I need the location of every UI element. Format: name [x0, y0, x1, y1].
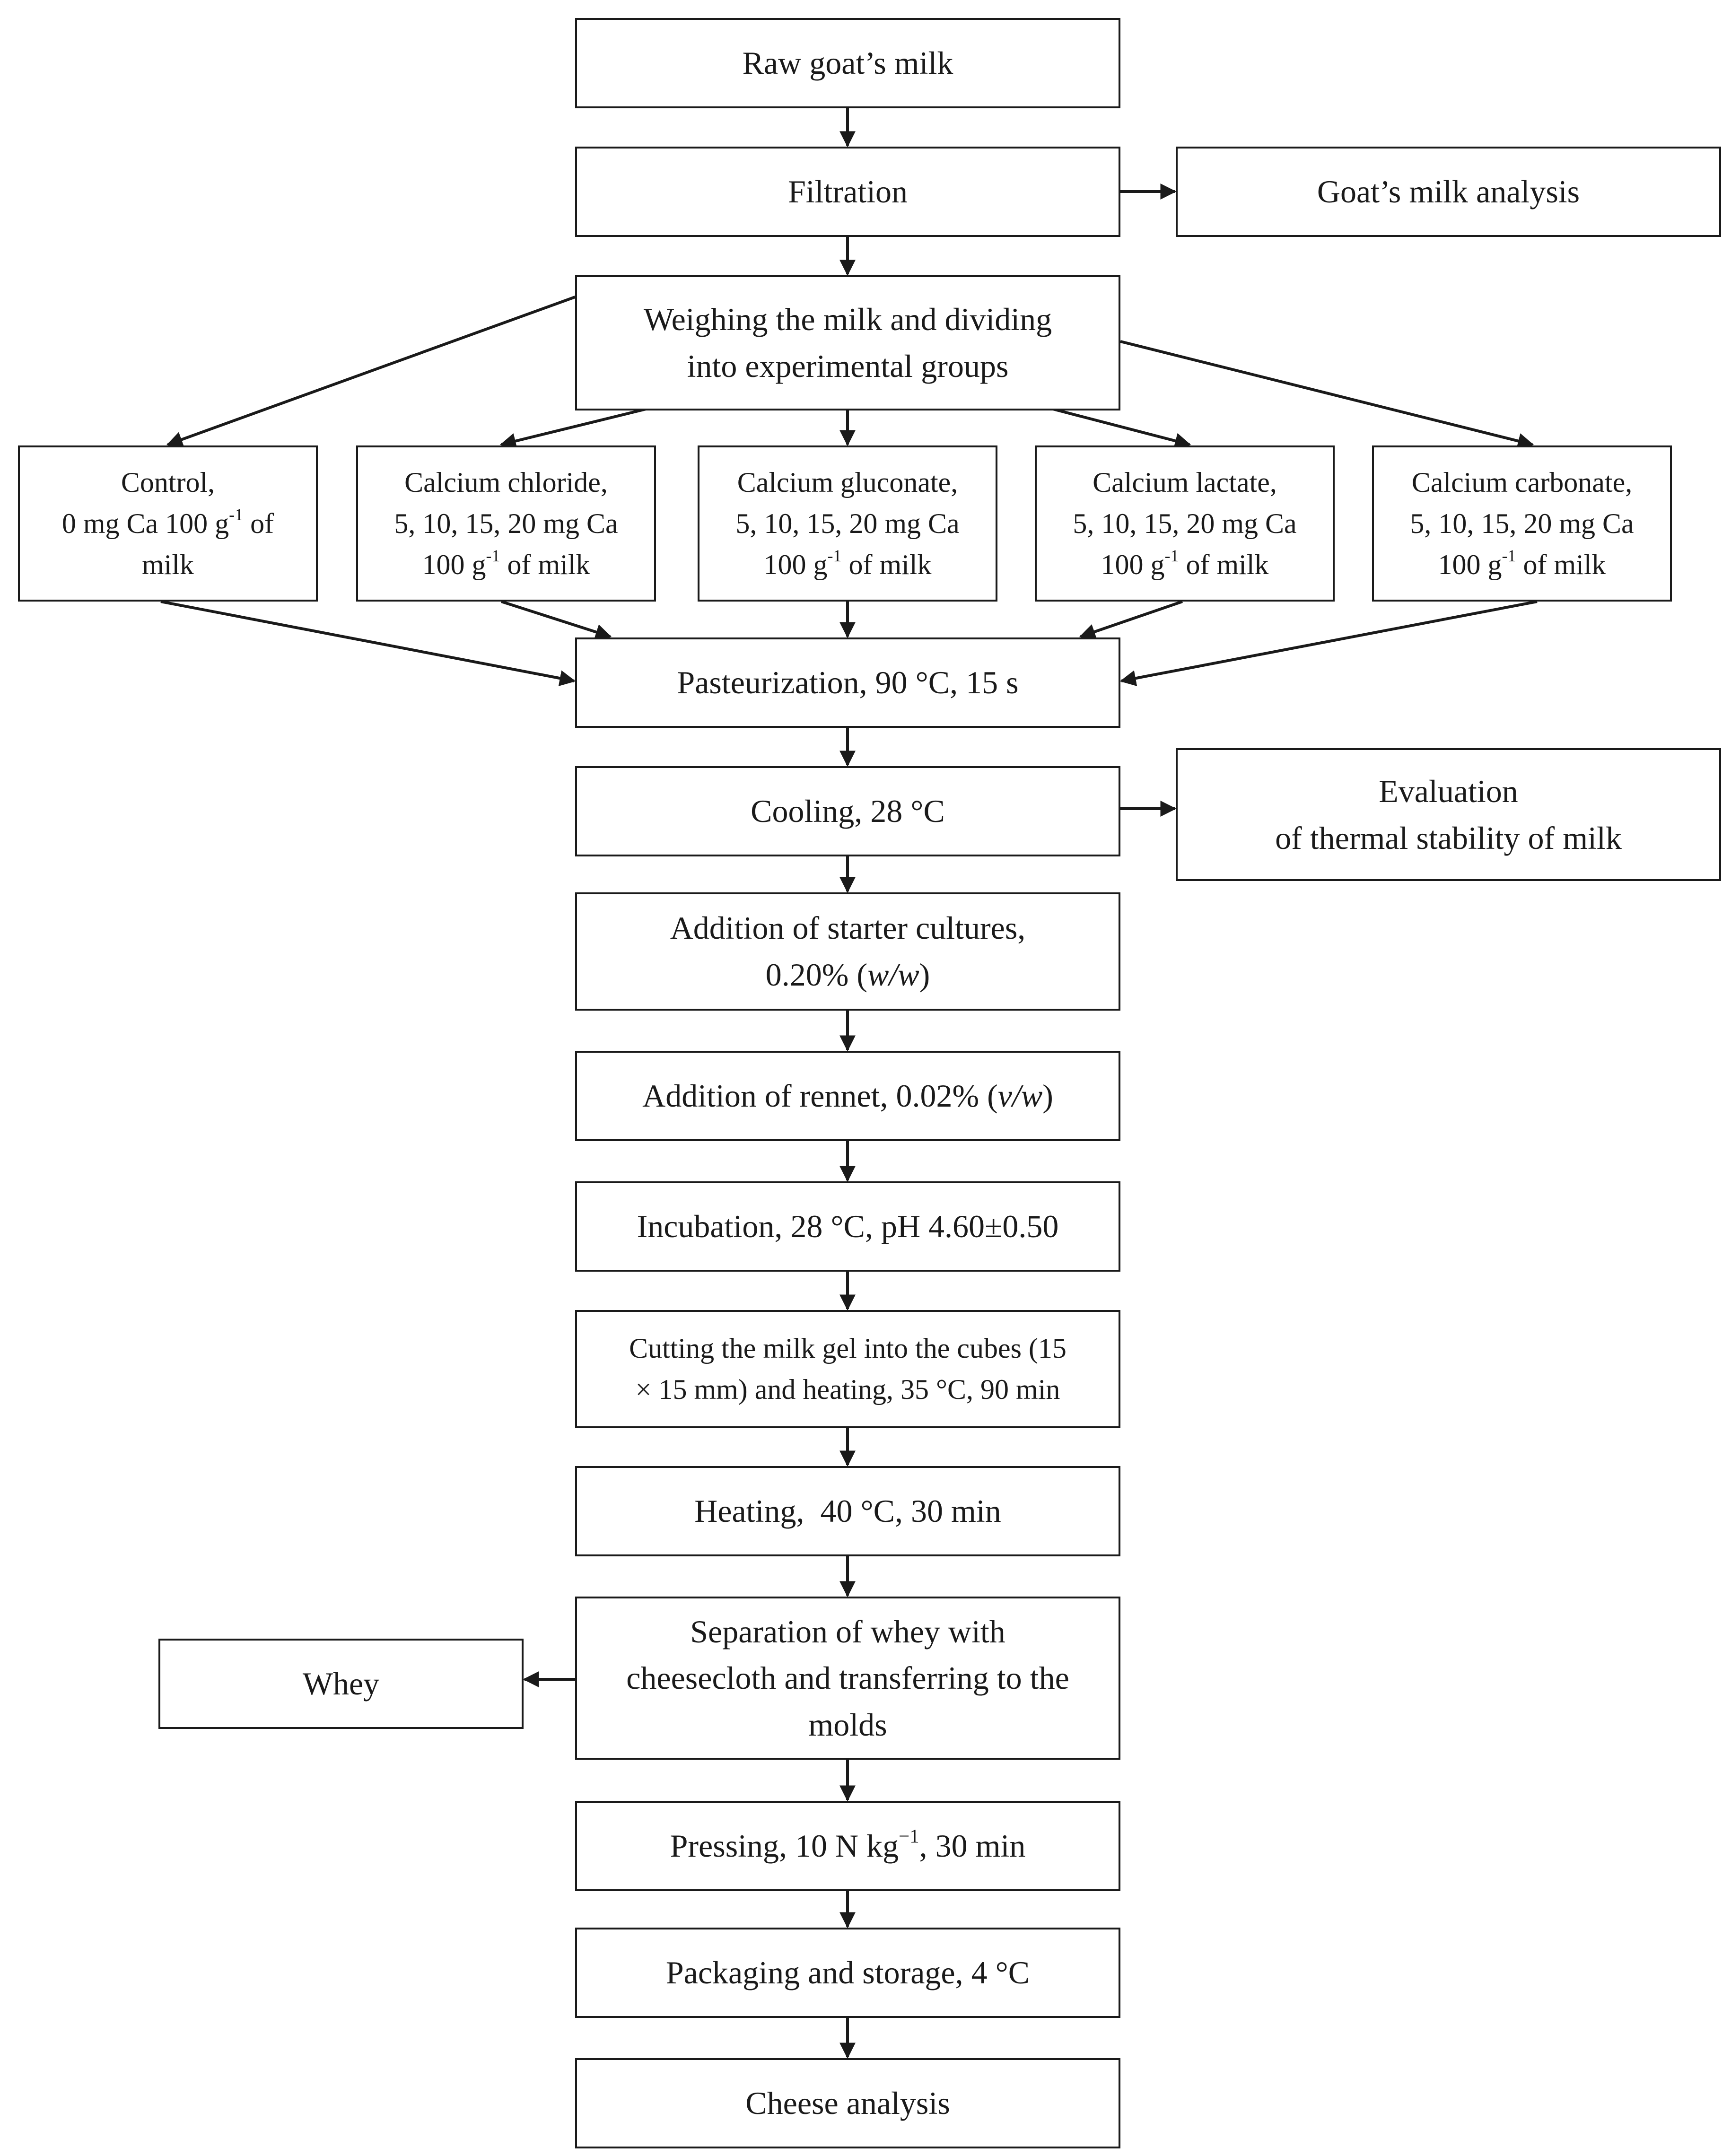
filtration-label: Filtration: [787, 174, 908, 210]
group-carbonate-line3: 100 g-1 of milk: [1438, 544, 1606, 585]
group-control-line2: 0 mg Ca 100 g-1 of: [62, 503, 274, 544]
group-lactate-unit: 100 g: [1101, 549, 1165, 580]
evaluation-label-line2: of thermal stability of milk: [1275, 820, 1622, 856]
group-carbonate-exponent: -1: [1502, 546, 1516, 566]
evaluation-label-line1: Evaluation: [1379, 773, 1518, 809]
starter-cultures-box: Addition of starter cultures, 0.20% (w/w…: [575, 892, 1120, 1011]
group-gluconate-line3: 100 g-1 of milk: [764, 544, 932, 585]
arrow-weighing-to-carbonate: [1120, 340, 1534, 449]
pressing-duration: , 30 min: [919, 1828, 1026, 1864]
group-gluconate-line1: Calcium gluconate,: [737, 466, 958, 498]
raw-milk-box: Raw goat’s milk: [575, 18, 1120, 108]
group-carbonate-of-milk: of milk: [1516, 549, 1606, 580]
pasteurization-label: Pasteurization, 90 °C, 15 s: [677, 664, 1019, 701]
heating-box: Heating, 40 °C, 30 min: [575, 1466, 1120, 1556]
cheese-analysis-label: Cheese analysis: [745, 2085, 950, 2121]
group-gluconate-exponent: -1: [827, 546, 842, 566]
filtration-box: Filtration: [575, 147, 1120, 237]
pressing-exponent: −1: [899, 1825, 919, 1847]
starter-label-line2: 0.20% (w/w): [766, 951, 930, 998]
pressing-box: Pressing, 10 N kg−1, 30 min: [575, 1801, 1120, 1891]
pressing-label: Pressing, 10 N kg−1, 30 min: [670, 1823, 1026, 1869]
separation-label-line2: cheesecloth and transferring to the: [626, 1660, 1069, 1696]
group-gluconate-unit: 100 g: [763, 549, 828, 580]
separation-box: Separation of whey with cheesecloth and …: [575, 1597, 1120, 1760]
rennet-text: Addition of rennet, 0.02% (: [642, 1078, 998, 1114]
group-carbonate-unit: 100 g: [1438, 549, 1502, 580]
group-gluconate-of-milk: of milk: [841, 549, 932, 580]
arrow-chloride-to-pasteurization: [501, 600, 612, 640]
cooling-label: Cooling, 28 °C: [751, 793, 945, 829]
group-chloride-line1: Calcium chloride,: [404, 466, 608, 498]
group-control-dose: 0 mg Ca 100 g: [61, 507, 229, 539]
cheese-analysis-box: Cheese analysis: [575, 2058, 1120, 2148]
cutting-label-line2: × 15 mm) and heating, 35 °C, 90 min: [635, 1374, 1060, 1405]
group-control-line3: milk: [141, 549, 194, 580]
pressing-text: Pressing, 10 N kg: [670, 1828, 899, 1864]
starter-percent: 0.20% (: [765, 957, 868, 993]
group-lactate-of-milk: of milk: [1179, 549, 1269, 580]
incubation-box: Incubation, 28 °C, pH 4.60±0.50: [575, 1181, 1120, 1272]
arrow-lactate-to-pasteurization: [1079, 600, 1183, 640]
raw-milk-label: Raw goat’s milk: [742, 45, 953, 81]
group-carbonate-line1: Calcium carbonate,: [1411, 466, 1633, 498]
starter-label-line1: Addition of starter cultures,: [670, 910, 1026, 946]
group-chloride-exponent: -1: [486, 546, 500, 566]
starter-ratio: w/w: [867, 957, 919, 993]
group-lactate-line2: 5, 10, 15, 20 mg Ca: [1073, 507, 1297, 539]
cutting-box: Cutting the milk gel into the cubes (15 …: [575, 1310, 1120, 1428]
group-control-exponent: -1: [229, 505, 244, 524]
weighing-label-line2: into experimental groups: [687, 348, 1009, 384]
weighing-box: Weighing the milk and dividing into expe…: [575, 275, 1120, 410]
group-control-line1: Control,: [121, 466, 215, 498]
arrow-weighing-to-control: [166, 296, 576, 447]
group-lactate-exponent: -1: [1164, 546, 1179, 566]
evaluation-box: Evaluation of thermal stability of milk: [1176, 748, 1721, 881]
arrow-weighing-to-chloride: [499, 406, 652, 449]
group-calcium-chloride-box: Calcium chloride, 5, 10, 15, 20 mg Ca 10…: [356, 445, 656, 602]
arrow-control-to-pasteurization: [160, 600, 576, 686]
arrow-weighing-to-lactate: [1047, 406, 1191, 449]
group-calcium-lactate-box: Calcium lactate, 5, 10, 15, 20 mg Ca 100…: [1035, 445, 1335, 602]
whey-label: Whey: [302, 1666, 380, 1702]
pasteurization-box: Pasteurization, 90 °C, 15 s: [575, 637, 1120, 728]
rennet-ratio: v/w: [997, 1078, 1043, 1114]
group-chloride-unit: 100 g: [422, 549, 486, 580]
rennet-box: Addition of rennet, 0.02% (v/w): [575, 1051, 1120, 1141]
rennet-label: Addition of rennet, 0.02% (v/w): [642, 1073, 1053, 1119]
group-control-box: Control, 0 mg Ca 100 g-1 of milk: [18, 445, 318, 602]
milk-analysis-box: Goat’s milk analysis: [1176, 147, 1721, 237]
separation-label-line3: molds: [808, 1706, 887, 1743]
group-lactate-line1: Calcium lactate,: [1093, 466, 1277, 498]
rennet-close-paren: ): [1042, 1078, 1053, 1114]
group-chloride-line2: 5, 10, 15, 20 mg Ca: [394, 507, 618, 539]
group-gluconate-line2: 5, 10, 15, 20 mg Ca: [735, 507, 960, 539]
whey-box: Whey: [158, 1639, 524, 1729]
arrow-carbonate-to-pasteurization: [1119, 600, 1538, 686]
milk-analysis-label: Goat’s milk analysis: [1317, 174, 1580, 210]
group-chloride-of-milk: of milk: [500, 549, 590, 580]
cutting-label-line1: Cutting the milk gel into the cubes (15: [629, 1333, 1067, 1364]
group-calcium-gluconate-box: Calcium gluconate, 5, 10, 15, 20 mg Ca 1…: [698, 445, 997, 602]
group-lactate-line3: 100 g-1 of milk: [1101, 544, 1269, 585]
cooling-box: Cooling, 28 °C: [575, 766, 1120, 856]
starter-close-paren: ): [919, 957, 930, 993]
heating-label: Heating, 40 °C, 30 min: [694, 1493, 1001, 1529]
separation-label-line1: Separation of whey with: [690, 1613, 1005, 1650]
packaging-box: Packaging and storage, 4 °C: [575, 1928, 1120, 2018]
group-carbonate-line2: 5, 10, 15, 20 mg Ca: [1410, 507, 1634, 539]
group-control-of: of: [243, 507, 274, 539]
group-calcium-carbonate-box: Calcium carbonate, 5, 10, 15, 20 mg Ca 1…: [1372, 445, 1672, 602]
incubation-label: Incubation, 28 °C, pH 4.60±0.50: [637, 1208, 1059, 1245]
group-chloride-line3: 100 g-1 of milk: [422, 544, 590, 585]
weighing-label-line1: Weighing the milk and dividing: [643, 301, 1052, 338]
packaging-label: Packaging and storage, 4 °C: [665, 1955, 1030, 1991]
